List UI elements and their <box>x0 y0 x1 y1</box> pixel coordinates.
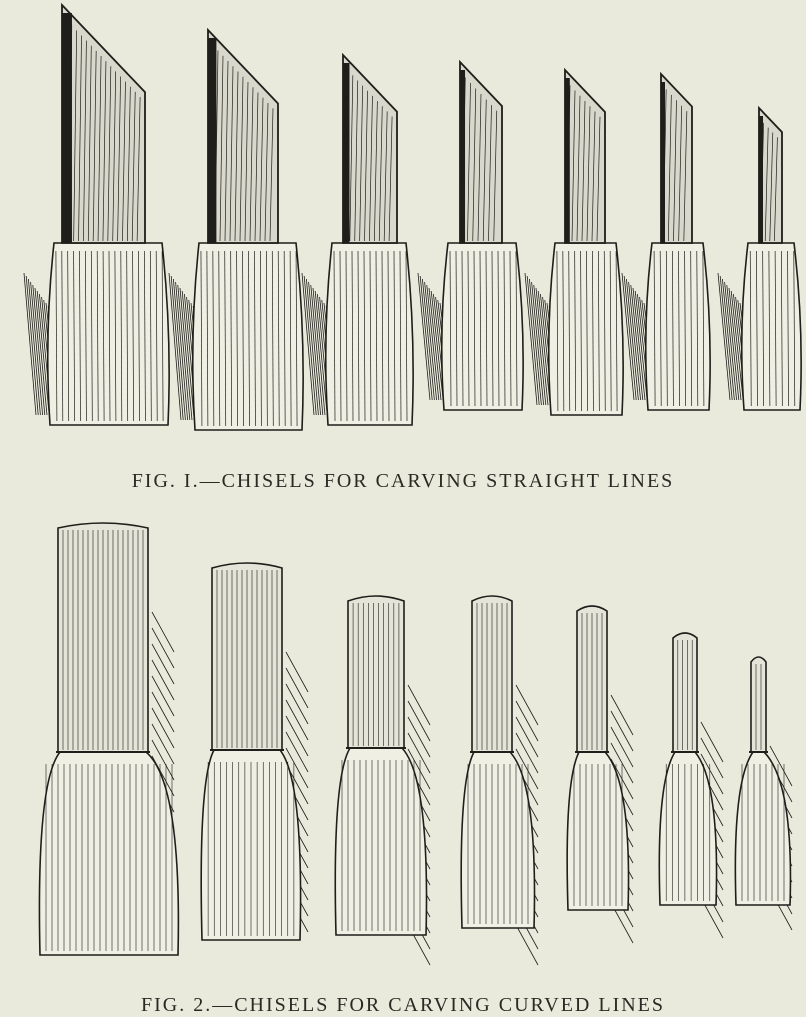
chisel-4 <box>417 59 524 411</box>
gouge-5 <box>566 605 634 944</box>
figure-1-straight-chisels <box>23 2 802 431</box>
chisel-3 <box>301 52 414 426</box>
chisel-6 <box>621 71 711 411</box>
chisel-2 <box>168 27 304 431</box>
figure-2-curved-chisels <box>38 522 793 966</box>
chisel-7 <box>717 105 802 411</box>
figure-1-caption: FIG. I.—CHISELS FOR CARVING STRAIGHT LIN… <box>131 470 675 492</box>
gouge-2 <box>200 562 309 941</box>
chisel-1 <box>23 2 170 426</box>
gouge-7 <box>734 656 793 931</box>
gouge-3 <box>334 595 431 966</box>
figure-2-caption: FIG. 2.—CHISELS FOR CARVING CURVED LINES <box>140 994 666 1016</box>
chisel-5 <box>524 67 624 416</box>
gouge-1 <box>38 522 180 956</box>
gouge-4 <box>460 595 539 966</box>
gouge-6 <box>658 632 724 939</box>
